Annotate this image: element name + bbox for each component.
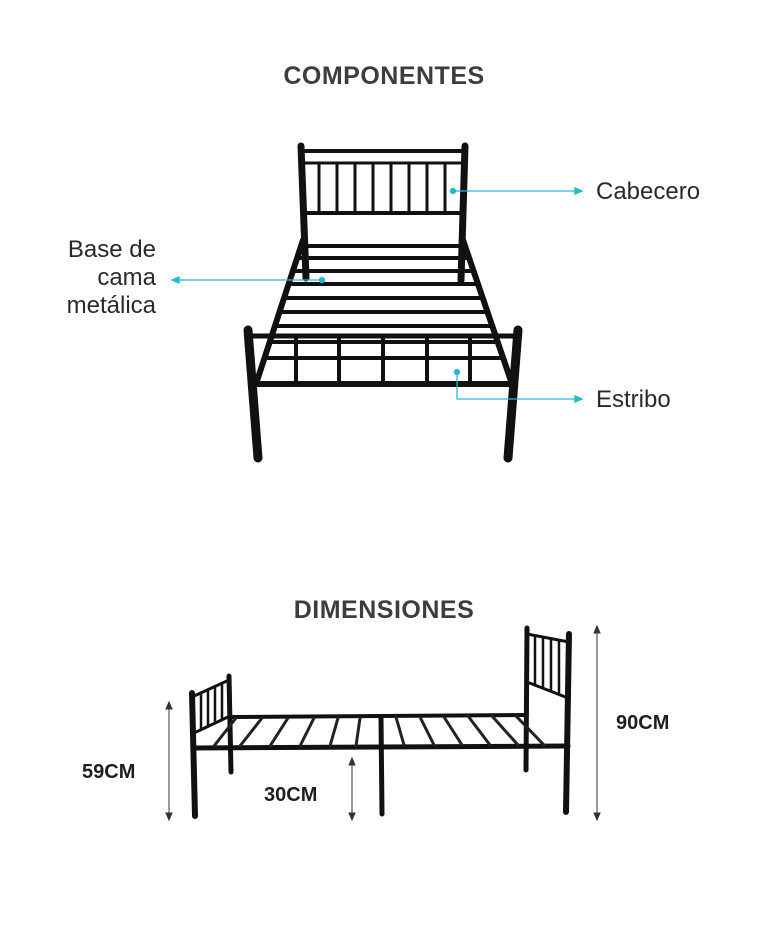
label-base-line-2: cama — [97, 264, 156, 291]
label-headboard: Cabecero — [596, 178, 701, 205]
label-footboard: Estribo — [596, 386, 671, 413]
dimension-foot-height: 59CM — [82, 761, 136, 783]
dimension-clearance: 30CM — [264, 784, 318, 806]
components-title: COMPONENTES — [283, 62, 485, 90]
label-base-line-1: Base de — [67, 236, 156, 263]
dimension-head-height: 90CM — [616, 712, 670, 734]
dimensions-title: DIMENSIONES — [293, 596, 475, 624]
label-base-line-3: metálica — [66, 292, 156, 319]
